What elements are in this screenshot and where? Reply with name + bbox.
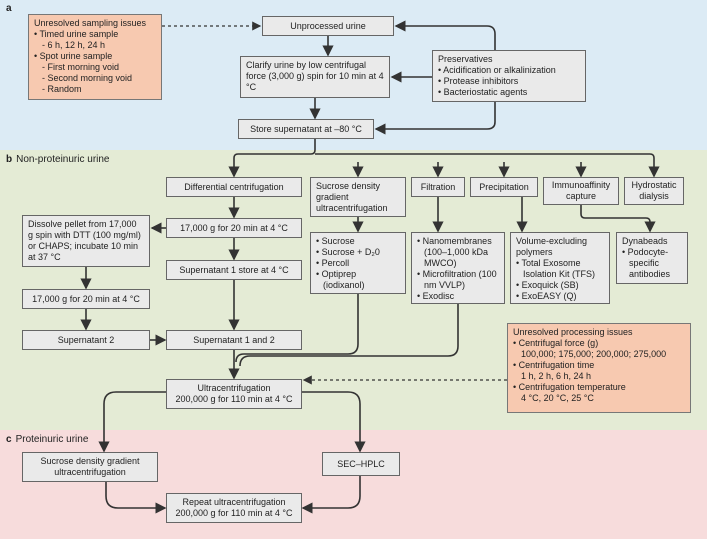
sucrose-gradient-label: Sucrose density gradient ultracentrifuga… — [316, 181, 388, 213]
dynabeads-box: Dynabeads Podocyte-specific antibodies — [616, 232, 688, 284]
precipitation-methods-list: Total Exosome Isolation Kit (TFS)Exoquic… — [516, 258, 604, 302]
sucrose-medium-item: Percoll — [316, 258, 400, 269]
differential-centrifugation-label: Differential centrifugation — [184, 181, 284, 192]
differential-centrifugation-box: Differential centrifugation — [166, 177, 302, 197]
preservatives-list: Acidification or alkalinizationProtease … — [438, 65, 580, 98]
preservative-item: Acidification or alkalinization — [438, 65, 580, 76]
precipitation-kit-item: ExoEASY (Q) — [516, 291, 604, 302]
hydrostatic-dialysis-box: Hydrostatic dialysis — [624, 177, 684, 205]
sampling-issue-item: Timed urine sample — [34, 29, 156, 40]
sucrose-gradient-box: Sucrose density gradient ultracentrifuga… — [310, 177, 406, 217]
precipitation-box: Precipitation — [470, 177, 538, 197]
repeat-ultracentrifugation-box: Repeat ultracentrifugation 200,000 g for… — [166, 493, 302, 523]
dissolve-pellet-label: Dissolve pellet from 17,000 g spin with … — [28, 219, 141, 262]
sampling-issue-item: - 6 h, 12 h, 24 h — [42, 40, 106, 50]
processing-issue-item: 1 h, 2 h, 6 h, 24 h — [521, 371, 592, 381]
processing-issue-item: Centrifugation time — [513, 360, 685, 371]
filtration-methods-list: Nanomembranes (100–1,000 kDa MWCO)Microf… — [417, 236, 499, 302]
processing-issue-item: Centrifugal force (g) — [513, 338, 685, 349]
sec-hplc-box: SEC–HPLC — [322, 452, 400, 476]
processing-issues-box: Unresolved processing issues Centrifugal… — [507, 323, 691, 413]
immunoaffinity-label: Immunoaffinity capture — [551, 180, 611, 201]
sampling-issues-list: Timed urine sample- 6 h, 12 h, 24 hSpot … — [34, 29, 156, 95]
processing-issues-list: Centrifugal force (g)100,000; 175,000; 2… — [513, 338, 685, 404]
repeat-ultracentrifugation-conditions: 200,000 g for 110 min at 4 °C — [175, 508, 293, 518]
precipitation-methods-title: Volume-excluding polymers — [516, 236, 588, 257]
precipitation-label: Precipitation — [479, 181, 529, 192]
sec-hplc-label: SEC–HPLC — [337, 458, 385, 469]
ultracentrifugation-box: Ultracentrifugation 200,000 g for 110 mi… — [166, 379, 302, 409]
immunoaffinity-box: Immunoaffinity capture — [543, 177, 619, 205]
sucrose-medium-item: Sucrose + D₂0 — [316, 247, 400, 258]
section-a-label: a — [6, 3, 12, 14]
sampling-issue-item: - First morning void — [42, 62, 120, 72]
hydrostatic-dialysis-label: Hydrostatic dialysis — [631, 180, 677, 201]
preservatives-box: Preservatives Acidification or alkaliniz… — [432, 50, 586, 102]
preservatives-title: Preservatives — [438, 54, 493, 64]
supernatant-1-and-2-box: Supernatant 1 and 2 — [166, 330, 302, 350]
filtration-method-item: Exodisc — [417, 291, 499, 302]
dynabeads-list: Podocyte-specific antibodies — [622, 247, 682, 280]
store-supernatant-box: Store supernatant at –80 °C — [238, 119, 374, 139]
sampling-issue-item: - Random — [42, 84, 82, 94]
processing-issues-title: Unresolved processing issues — [513, 327, 633, 337]
sampling-issues-box: Unresolved sampling issues Timed urine s… — [28, 14, 162, 100]
unprocessed-urine-box: Unprocessed urine — [262, 16, 394, 36]
precipitation-methods-box: Volume-excluding polymers Total Exosome … — [510, 232, 610, 304]
supernatant-1-label: Supernatant 1 store at 4 °C — [179, 264, 289, 275]
unprocessed-urine-label: Unprocessed urine — [290, 20, 366, 31]
store-supernatant-label: Store supernatant at –80 °C — [250, 123, 362, 134]
filtration-method-item: Microfiltration (100 nm VVLP) — [417, 269, 499, 291]
clarify-urine-label: Clarify urine by low centrifugal force (… — [246, 60, 384, 92]
sucrose-medium-item: Optiprep (iodixanol) — [316, 269, 400, 291]
processing-issue-item: 4 °C, 20 °C, 25 °C — [521, 393, 594, 403]
sucrose-media-list: SucroseSucrose + D₂0PercollOptiprep (iod… — [316, 236, 400, 291]
sampling-issue-item: Spot urine sample — [34, 51, 156, 62]
processing-issue-item: 100,000; 175,000; 200,000; 275,000 — [521, 349, 667, 359]
section-c-background — [0, 430, 707, 539]
filtration-box: Filtration — [411, 177, 465, 197]
processing-issue-item: Centrifugation temperature — [513, 382, 685, 393]
sampling-issue-item: - Second morning void — [42, 73, 133, 83]
supernatant-1-box: Supernatant 1 store at 4 °C — [166, 260, 302, 280]
filtration-method-item: Nanomembranes (100–1,000 kDa MWCO) — [417, 236, 499, 269]
sampling-issues-title: Unresolved sampling issues — [34, 18, 147, 28]
dynabeads-title: Dynabeads — [622, 236, 668, 246]
spin-17000-label: 17,000 g for 20 min at 4 °C — [180, 222, 288, 233]
preservative-item: Protease inhibitors — [438, 76, 580, 87]
filtration-methods-box: Nanomembranes (100–1,000 kDa MWCO)Microf… — [411, 232, 505, 304]
dissolve-pellet-box: Dissolve pellet from 17,000 g spin with … — [22, 215, 150, 267]
preservative-item: Bacteriostatic agents — [438, 87, 580, 98]
sucrose-medium-item: Sucrose — [316, 236, 400, 247]
spin-17000-second-box: 17,000 g for 20 min at 4 °C — [22, 289, 150, 309]
spin-17000-box: 17,000 g for 20 min at 4 °C — [166, 218, 302, 238]
ultracentrifugation-title: Ultracentrifugation — [197, 383, 271, 393]
repeat-ultracentrifugation-title: Repeat ultracentrifugation — [182, 497, 286, 507]
supernatant-2-box: Supernatant 2 — [22, 330, 150, 350]
precipitation-kit-item: Exoquick (SB) — [516, 280, 604, 291]
sucrose-media-box: SucroseSucrose + D₂0PercollOptiprep (iod… — [310, 232, 406, 294]
immuno-antibody-item: Podocyte-specific antibodies — [622, 247, 682, 280]
spin-17000-second-label: 17,000 g for 20 min at 4 °C — [32, 293, 140, 304]
ultracentrifugation-conditions: 200,000 g for 110 min at 4 °C — [175, 394, 293, 404]
proteinuric-sucrose-box: Sucrose density gradient ultracentrifuga… — [22, 452, 158, 482]
filtration-label: Filtration — [420, 181, 456, 192]
proteinuric-sucrose-label: Sucrose density gradient ultracentrifuga… — [40, 456, 140, 477]
supernatant-1-and-2-label: Supernatant 1 and 2 — [193, 334, 275, 345]
precipitation-kit-item: Total Exosome Isolation Kit (TFS) — [516, 258, 604, 280]
supernatant-2-label: Supernatant 2 — [57, 334, 115, 345]
clarify-urine-box: Clarify urine by low centrifugal force (… — [240, 56, 390, 98]
